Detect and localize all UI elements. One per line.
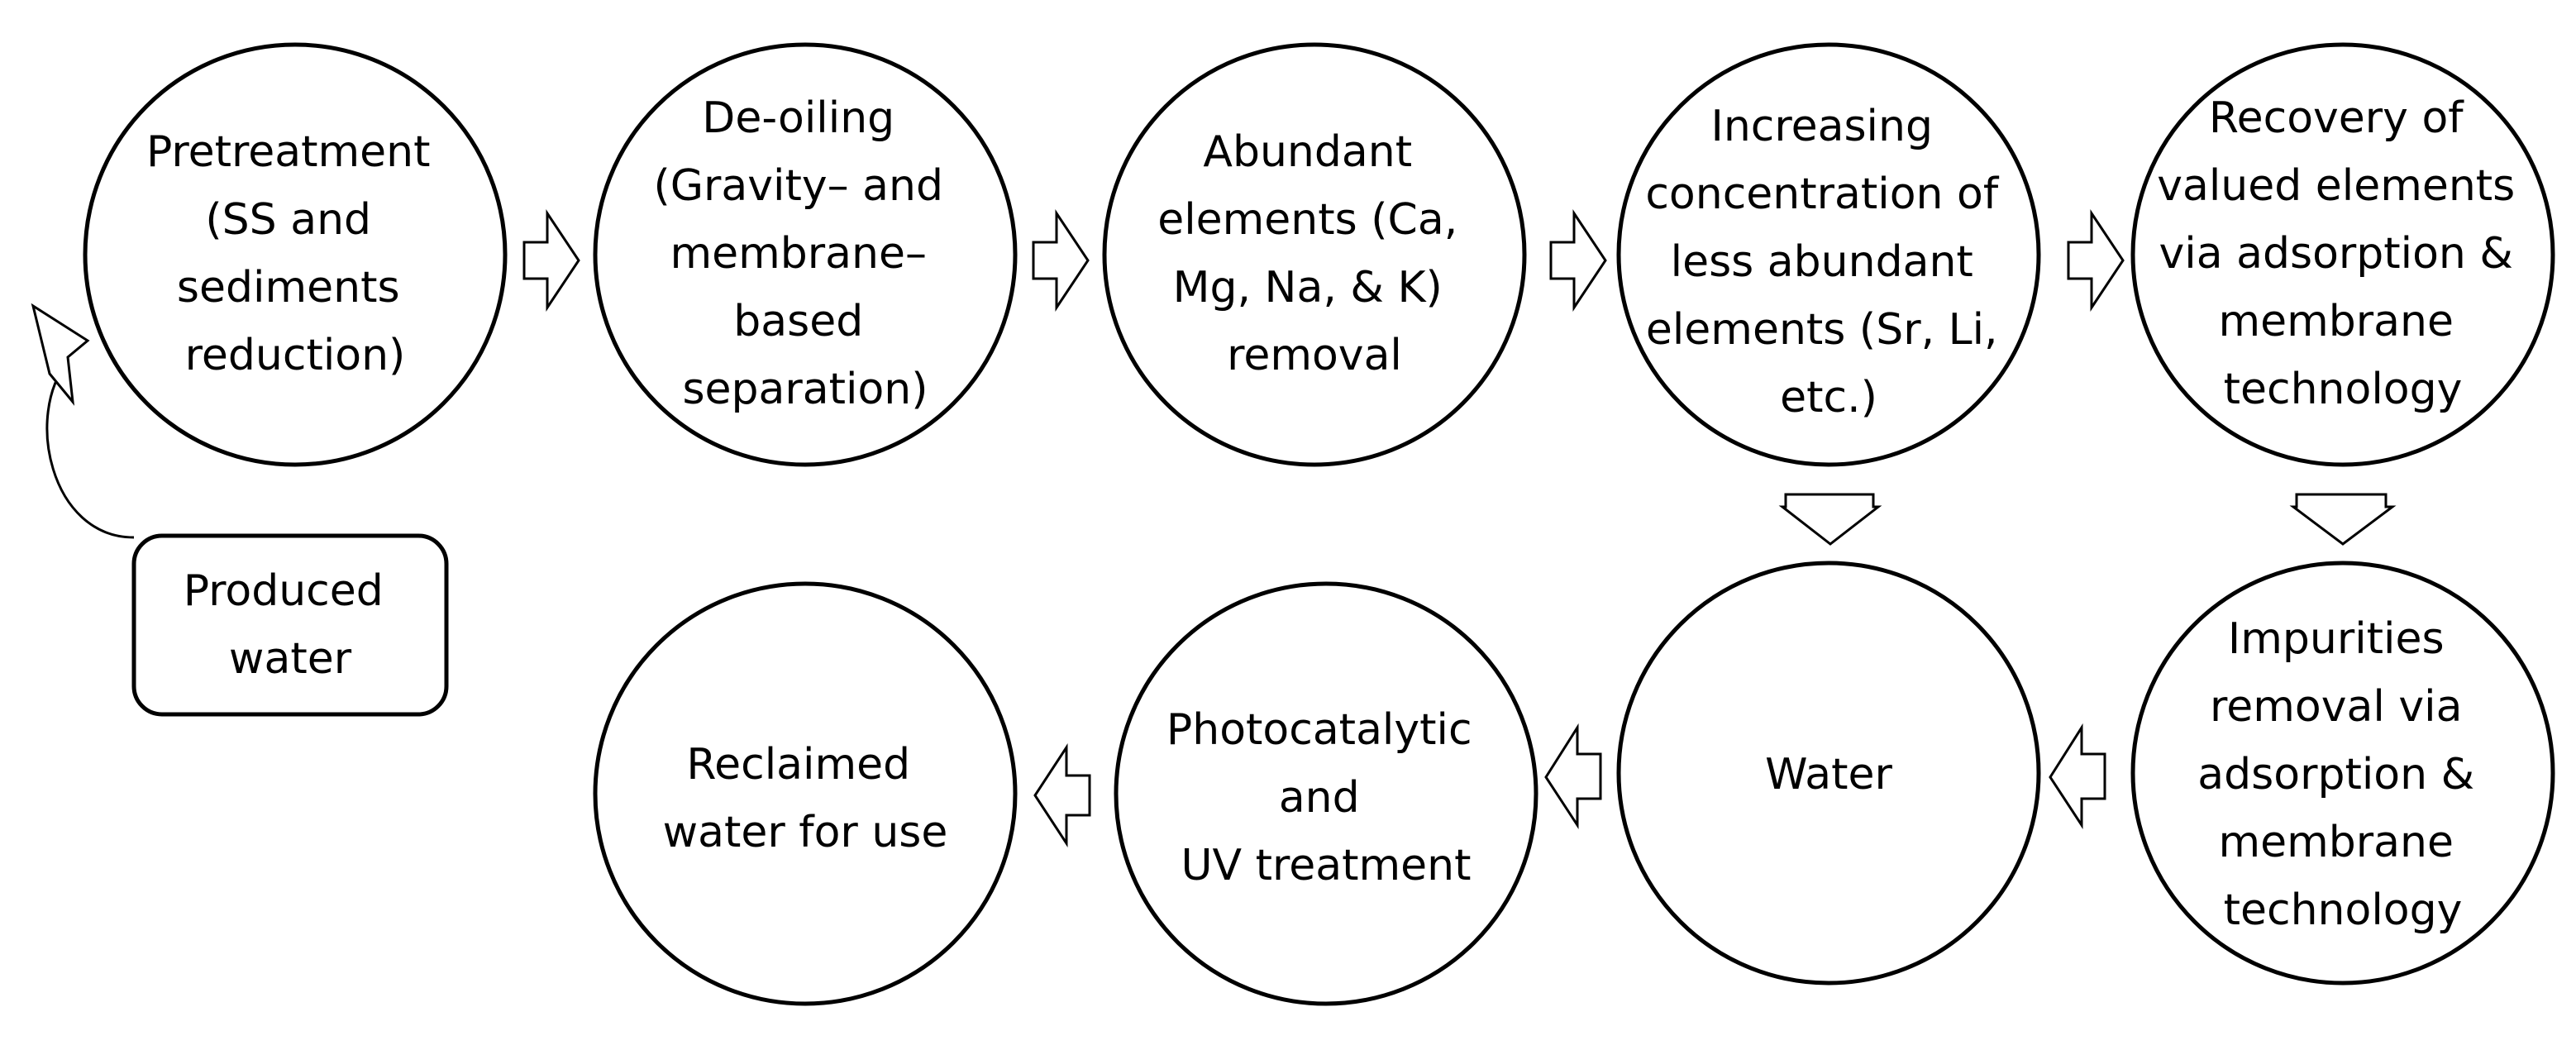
down-arrow [2289,493,2397,546]
stage-circle [1616,42,2041,467]
right-arrow [2067,209,2125,312]
source-node: Produced water [131,533,449,717]
right-arrow [1549,209,1607,312]
stage-label: Water [1765,750,1892,799]
feed-connector [45,361,135,539]
stage-circle [83,42,508,467]
stage-circle [1114,581,1538,1006]
source-box [131,533,449,717]
feed-arrow-head [31,303,90,406]
left-arrow [1544,723,1602,830]
stage-impurities-removal: Impurities removal via adsorption & memb… [2130,561,2555,986]
stage-photocatalytic: Photocatalytic and UV treatment [1114,581,1538,1006]
stage-circle [2130,42,2555,467]
stage-label: Recovery of valued elements via adsorpti… [2157,93,2529,414]
stage-circle [593,42,1018,467]
stage-label: De-oiling (Gravity– and membrane– based … [653,93,956,414]
stage-circle [2130,561,2555,986]
stage-de-oiling: De-oiling (Gravity– and membrane– based … [593,42,1018,467]
stage-label: Abundant elements (Ca, Mg, Na, & K) remo… [1157,127,1472,380]
source-label: Produced water [184,566,398,684]
source-label-line: Produced [184,566,384,616]
stage-recovery: Recovery of valued elements via adsorpti… [2130,42,2555,467]
stage-circle [593,581,1018,1006]
source-label-line: water [229,634,352,684]
stage-label: Reclaimed water for use [663,740,948,857]
stage-concentration: Increasing concentration of less abundan… [1616,42,2041,467]
stage-label: Impurities removal via adsorption & memb… [2197,614,2488,935]
right-arrow [522,209,580,312]
right-arrow [1032,209,1090,312]
left-arrow [1033,742,1091,848]
stage-circle [1616,561,2041,986]
stage-pretreatment: Pretreatment (SS and sediments reduction… [83,42,508,467]
stage-label: Pretreatment (SS and sediments reduction… [146,127,444,380]
stage-label: Increasing concentration of less abundan… [1645,102,2011,422]
left-arrow [2049,723,2106,830]
stage-water: Water [1616,561,2041,986]
stage-circle [1102,42,1527,467]
stage-reclaimed: Reclaimed water for use [593,581,1018,1006]
down-arrow [1778,493,1882,546]
stage-label: Photocatalytic and UV treatment [1166,705,1486,890]
stage-abundant-removal: Abundant elements (Ca, Mg, Na, & K) remo… [1102,42,1527,467]
